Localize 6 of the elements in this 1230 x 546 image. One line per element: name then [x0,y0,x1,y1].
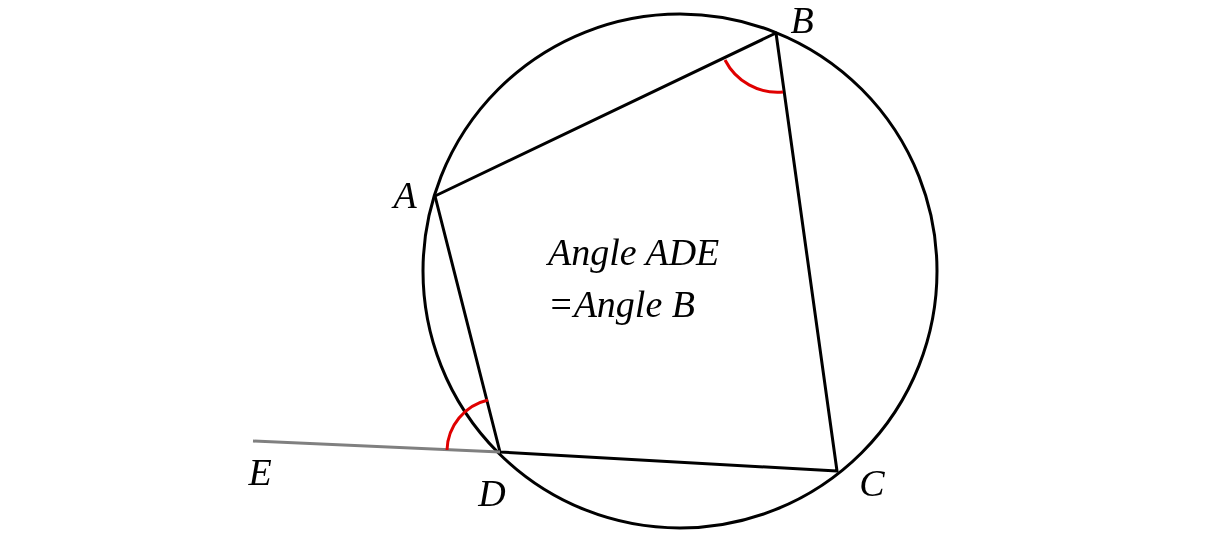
point-label: E [248,453,272,491]
point-label: D [478,474,506,512]
point-label: A [393,176,417,214]
angle-equality-note: Angle ADE =Angle B [548,230,721,327]
point-label: C [859,464,885,502]
point-label: B [790,1,814,39]
